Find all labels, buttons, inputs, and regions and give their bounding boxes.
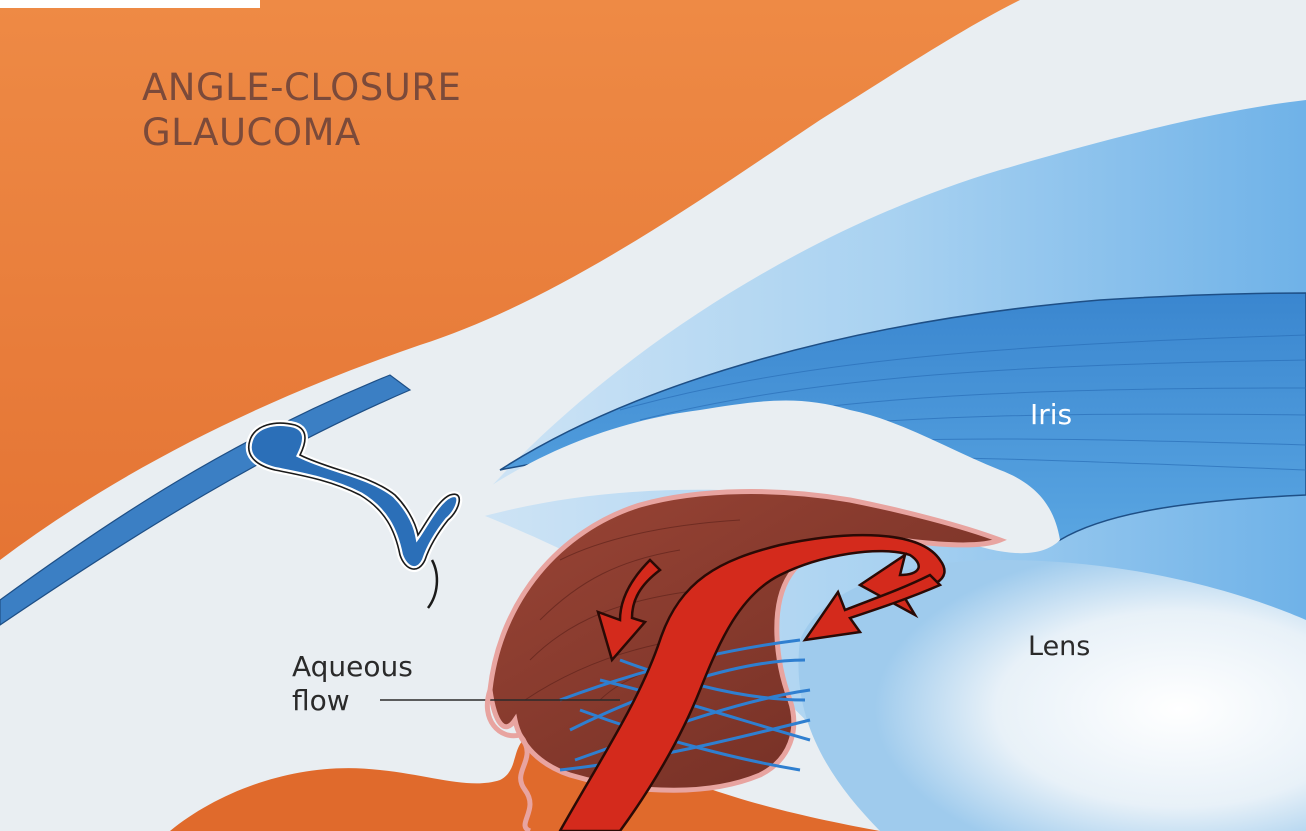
lens-label: Lens [1028,631,1090,662]
title-line-2: GLAUCOMA [142,111,361,154]
aqueous-label-line-1: Aqueous [292,650,413,683]
title-line-1: ANGLE-CLOSURE [142,66,461,109]
top-border [0,0,260,8]
aqueous-label-line-2: flow [292,684,350,717]
iris-label: Iris [1030,398,1072,431]
